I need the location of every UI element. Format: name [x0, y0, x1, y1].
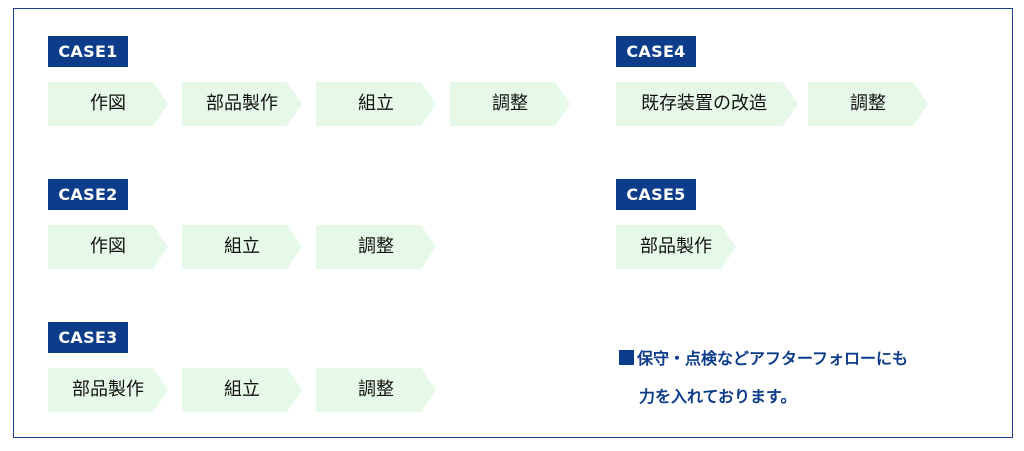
case1-label: CASE1 [48, 36, 128, 67]
case5-step-1: 部品製作 [616, 225, 736, 269]
case4-label: CASE4 [616, 36, 696, 67]
case3-step-3: 調整 [316, 368, 436, 412]
case5-label: CASE5 [616, 179, 696, 210]
case2-step-3: 調整 [316, 225, 436, 269]
case1-step-1: 作図 [48, 82, 168, 126]
note-line-1: 保守・点検などアフターフォローにも [619, 340, 908, 378]
case3-step-1: 部品製作 [48, 368, 168, 412]
case3-flow: 部品製作 組立 調整 [48, 368, 436, 412]
diagram-frame [13, 8, 1013, 438]
note-line-1-text: 保守・点検などアフターフォローにも [637, 349, 909, 368]
case2-flow: 作図 組立 調整 [48, 225, 436, 269]
case1-step-3: 組立 [316, 82, 436, 126]
case3-label: CASE3 [48, 322, 128, 353]
case1-flow: 作図 部品製作 組立 調整 [48, 82, 570, 126]
case4-step-1: 既存装置の改造 [616, 82, 798, 126]
case4-flow: 既存装置の改造 調整 [616, 82, 928, 126]
case2-label: CASE2 [48, 179, 128, 210]
case3-step-2: 組立 [182, 368, 302, 412]
after-service-note: 保守・点検などアフターフォローにも 力を入れております。 [619, 340, 908, 416]
case2-step-2: 組立 [182, 225, 302, 269]
case5-flow: 部品製作 [616, 225, 736, 269]
case2-step-1: 作図 [48, 225, 168, 269]
case4-step-2: 調整 [808, 82, 928, 126]
case1-step-4: 調整 [450, 82, 570, 126]
square-bullet-icon [619, 350, 634, 365]
note-line-2: 力を入れております。 [639, 387, 797, 406]
case1-step-2: 部品製作 [182, 82, 302, 126]
